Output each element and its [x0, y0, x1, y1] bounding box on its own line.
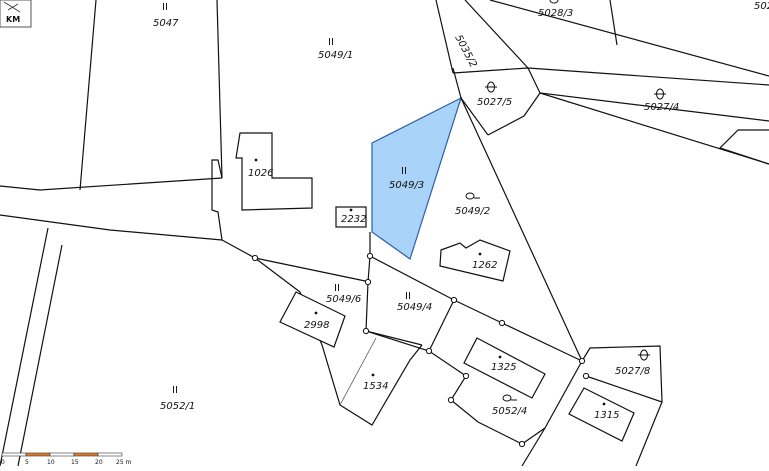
- building-1325[interactable]: [463, 337, 546, 399]
- land-use-symbol: II: [401, 166, 407, 177]
- building-label-1325: 1325: [491, 362, 516, 373]
- km-icon: [3, 1, 21, 13]
- land-use-symbol: II: [328, 37, 334, 48]
- land-use-symbol: II: [162, 2, 168, 13]
- building-label-2232: 2232: [341, 214, 366, 225]
- survey-points: [251, 252, 590, 448]
- scale-label: 5: [25, 459, 29, 466]
- parcel-label-5052-4: 5052/4: [492, 406, 527, 417]
- building-label-2998: 2998: [304, 320, 329, 331]
- building-2232[interactable]: [335, 206, 367, 228]
- tree-symbol-icon: [638, 349, 650, 361]
- land-use-symbols: II II II II II II: [162, 2, 411, 396]
- parcel-label-502: 502: [754, 1, 769, 12]
- parcel-label-5027-5: 5027/5: [477, 97, 512, 108]
- land-use-symbol: II: [172, 385, 178, 396]
- building-label-1026: 1026: [248, 168, 273, 179]
- parcel-label-5035-2: 5035/2: [452, 33, 478, 69]
- land-use-symbol: II: [334, 283, 340, 294]
- parcel-label-5049-2: 5049/2: [455, 206, 490, 217]
- land-use-symbol: II: [405, 291, 411, 302]
- highlighted-parcel-5049-3[interactable]: [371, 96, 463, 260]
- building-dots: [254, 158, 606, 406]
- building-1262[interactable]: [439, 239, 511, 282]
- parcel-label-5049-6: 5049/6: [326, 294, 361, 305]
- map-symbols: [465, 0, 666, 402]
- parcel-label-5027-4: 5027/4: [644, 102, 679, 113]
- parcel-label-5028-3: 5028/3: [538, 8, 573, 19]
- tree-symbol-icon: [654, 88, 666, 100]
- buildings: [235, 132, 635, 442]
- building-label-1315: 1315: [594, 410, 619, 421]
- building-1315[interactable]: [568, 387, 635, 442]
- building-label-1534: 1534: [363, 381, 388, 392]
- parcel-label-5052-1: 5052/1: [160, 401, 195, 412]
- yard-symbol-icon: [502, 394, 517, 402]
- tree-symbol-icon: [485, 81, 497, 93]
- km-label: KM: [6, 15, 20, 24]
- parcel-label-5049-3: 5049/3: [389, 180, 424, 191]
- scale-bar: 0 5 10 15 20 25 m: [1, 452, 132, 466]
- building-2998[interactable]: [279, 291, 346, 348]
- building-label-1262: 1262: [472, 260, 497, 271]
- parcel-label-5049-4: 5049/4: [397, 302, 432, 313]
- scale-label: 0: [1, 459, 5, 466]
- scale-label: 20: [95, 459, 103, 466]
- building-1026[interactable]: [235, 132, 313, 211]
- parcel-label-5027-8: 5027/8: [615, 366, 650, 377]
- scale-label: 15: [71, 459, 79, 466]
- km-badge: KM: [0, 0, 32, 28]
- yard-symbol-icon: [549, 0, 559, 4]
- parcel-label-5047: 5047: [153, 18, 179, 29]
- yard-symbol-icon: [465, 192, 480, 200]
- parcel-label-5049-1: 5049/1: [318, 50, 353, 61]
- building-labels: 1026 2232 1262 2998 1325 1534 1315: [248, 168, 619, 421]
- scale-label: 25 m: [116, 459, 132, 466]
- scale-label: 10: [47, 459, 55, 466]
